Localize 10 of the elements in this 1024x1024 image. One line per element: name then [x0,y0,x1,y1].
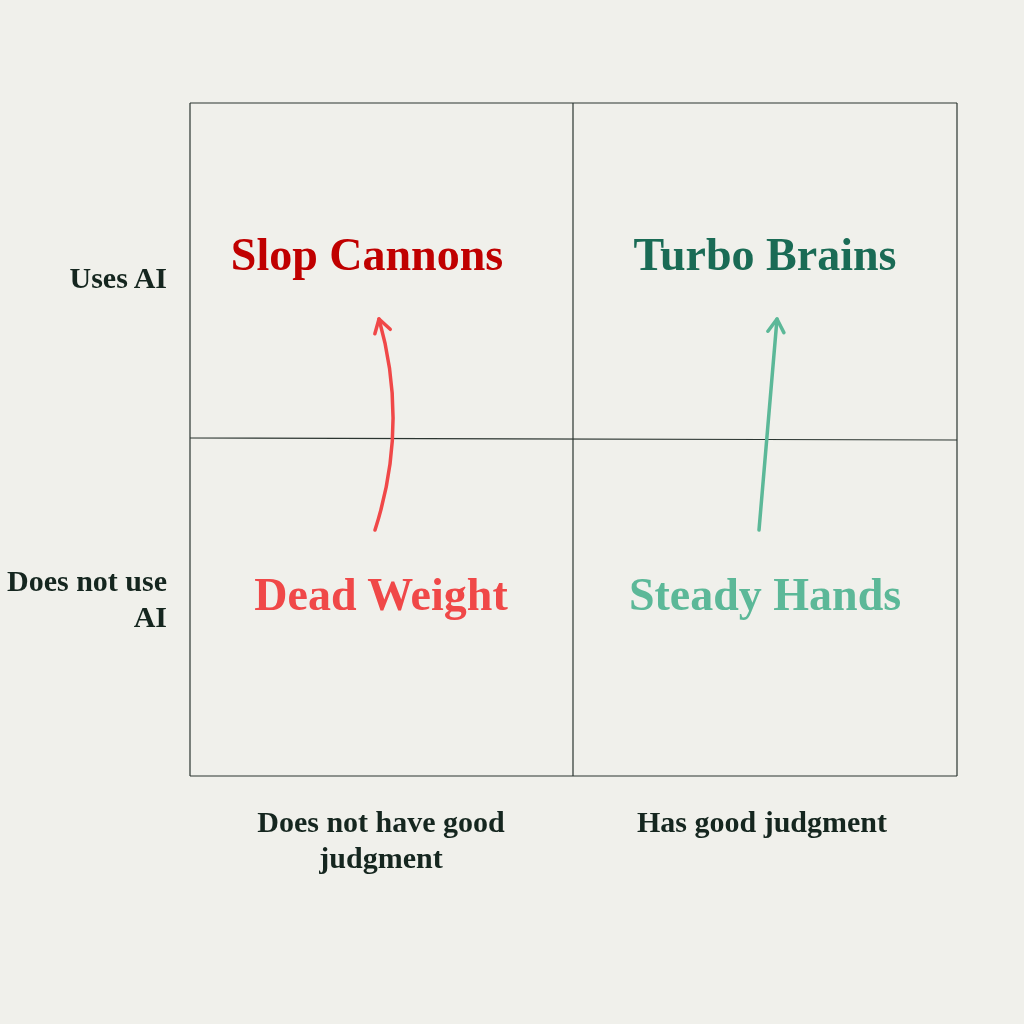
arrow [757,317,786,532]
column-label: Does not have good judgment [256,804,506,876]
quadrant-title: Steady Hands [627,568,903,621]
quadrant-title: Dead Weight [253,568,509,621]
row-label: Uses AI [69,260,167,296]
quadrant-title: Turbo Brains [632,228,898,281]
quadrant-title: Slop Cannons [229,228,505,281]
arrow [372,317,395,532]
row-label: Does not use AI [6,563,167,635]
column-label: Has good judgment [635,804,888,840]
